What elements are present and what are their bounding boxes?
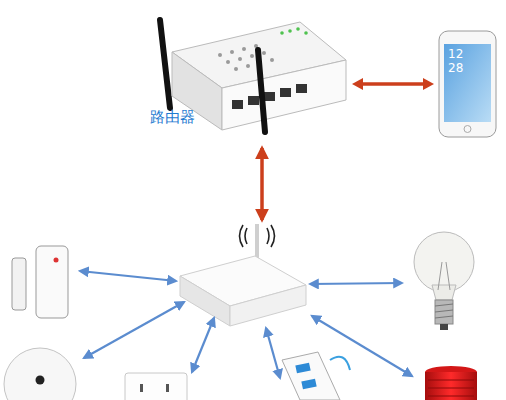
bulb-tip <box>440 324 448 330</box>
alarm-dome <box>425 372 477 400</box>
smoke-sensor <box>4 348 76 400</box>
magnet-part <box>12 258 26 310</box>
link-arrow <box>80 271 176 281</box>
link-arrow <box>312 316 412 376</box>
gateway-illustration <box>180 224 306 326</box>
alarm-ribs <box>428 380 474 396</box>
router-node: 路由器 <box>148 14 348 142</box>
bulb-neck <box>432 285 456 300</box>
door-sensor <box>12 246 68 318</box>
screw-thread <box>435 304 453 318</box>
connector-line <box>361 82 425 86</box>
lan-ports <box>232 84 307 109</box>
strip-button <box>301 379 316 390</box>
uplink-arrow <box>260 148 264 220</box>
arrow-head <box>352 78 363 90</box>
phone-screen <box>444 44 491 122</box>
link-arrow <box>266 328 280 378</box>
clock-digits: 28 <box>448 62 463 75</box>
router-front <box>222 60 346 130</box>
link-connector <box>352 78 434 90</box>
status-leds <box>280 27 308 35</box>
bulb-screw <box>435 300 453 324</box>
gateway-front <box>230 285 306 326</box>
strip-cable <box>330 357 350 370</box>
sensor-body <box>4 348 76 400</box>
antenna <box>258 50 265 132</box>
indicator-led <box>54 258 59 263</box>
wifi-waves <box>240 225 275 247</box>
wall-outlet <box>125 373 187 400</box>
outlet-plate <box>125 373 187 400</box>
arrow-head <box>423 78 434 90</box>
sensor-part <box>36 246 68 318</box>
strip-button <box>295 363 310 374</box>
device-links <box>80 271 412 378</box>
gateway-side <box>180 276 230 326</box>
light-bulb <box>414 232 474 330</box>
antenna <box>160 20 170 108</box>
link-arrow <box>310 283 402 284</box>
bulb-glass <box>414 232 474 292</box>
power-strip <box>282 352 350 400</box>
phone-illustration <box>439 31 496 137</box>
outlet-hole <box>166 384 169 392</box>
filament <box>438 262 450 290</box>
outlet-hole <box>140 384 143 392</box>
link-arrow <box>192 318 214 372</box>
sensor-lens <box>36 376 45 385</box>
home-button <box>464 126 471 133</box>
device-label: 路由器 <box>150 108 195 127</box>
link-arrow <box>84 302 184 358</box>
phone-body <box>439 31 496 137</box>
phone-node: 1228 <box>438 30 497 138</box>
clock-digits: 12 <box>448 48 463 61</box>
alarm-light <box>425 366 477 400</box>
vent-dots <box>218 44 274 71</box>
